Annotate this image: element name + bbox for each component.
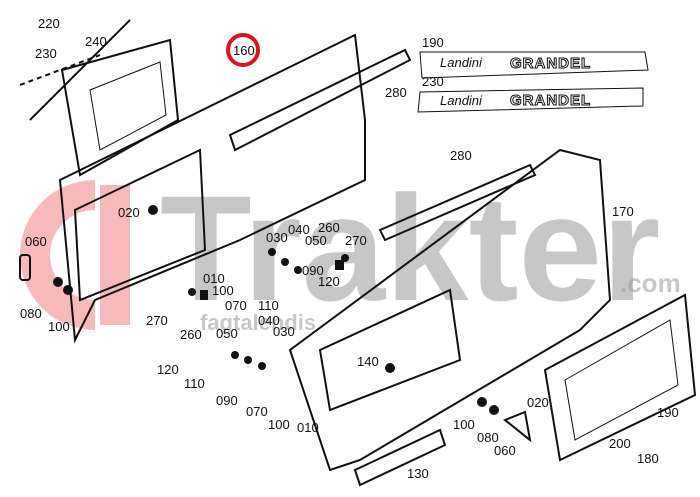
svg-text:Landini: Landini	[440, 93, 483, 108]
svg-text:GRANDEL: GRANDEL	[510, 92, 591, 109]
callout[interactable]: 100	[453, 417, 475, 432]
grille-panel	[543, 293, 697, 462]
callout[interactable]: 020	[527, 395, 549, 410]
callout[interactable]: 240	[85, 34, 107, 49]
callout[interactable]: 260	[318, 220, 340, 235]
callout[interactable]: 200	[609, 436, 631, 451]
watermark-logo	[20, 180, 130, 330]
callout[interactable]: 060	[25, 234, 47, 249]
callout[interactable]: 010	[203, 271, 225, 286]
callout[interactable]: 230	[422, 74, 444, 89]
callout[interactable]: 050	[305, 233, 327, 248]
callout[interactable]: 260	[180, 327, 202, 342]
callout[interactable]: 120	[157, 362, 179, 377]
callout[interactable]: 030	[266, 230, 288, 245]
hardware-parts	[53, 205, 499, 415]
callout[interactable]: 010	[297, 420, 319, 435]
callout[interactable]: 060	[494, 443, 516, 458]
callout[interactable]: 120	[318, 274, 340, 289]
callout[interactable]: 270	[146, 313, 168, 328]
highlight-circle	[226, 33, 260, 67]
callout[interactable]: 100	[268, 417, 290, 432]
callout[interactable]: 090	[302, 263, 324, 278]
handle-060-right-icon	[503, 410, 532, 443]
sticker-190: Landini GRANDEL	[419, 51, 649, 79]
callout[interactable]: 100	[212, 283, 234, 298]
watermark-text: Trakter	[160, 164, 660, 332]
svg-text:Landini: Landini	[440, 55, 483, 70]
svg-text:GRANDEL: GRANDEL	[510, 55, 591, 72]
rear-window-frame	[19, 19, 180, 177]
callout[interactable]: 280	[450, 148, 472, 163]
callout[interactable]: 280	[385, 85, 407, 100]
callout[interactable]: 110	[184, 376, 205, 391]
callout-highlighted[interactable]: 160	[233, 43, 255, 58]
sticker-230: Landini GRANDEL	[417, 87, 644, 113]
callout[interactable]: 270	[345, 233, 367, 248]
door-panel-170	[288, 148, 612, 487]
callout[interactable]: 140	[357, 354, 379, 369]
callout[interactable]: 030	[273, 324, 295, 339]
callout[interactable]: 190	[422, 35, 444, 50]
callout[interactable]: 040	[288, 222, 310, 237]
callout[interactable]: 090	[216, 393, 238, 408]
callout[interactable]: 190	[657, 405, 679, 420]
callout[interactable]: 230	[35, 46, 57, 61]
watermark-suffix: .com	[620, 268, 681, 298]
callout[interactable]: 110	[258, 298, 279, 313]
callout[interactable]: 080	[20, 306, 42, 321]
cab-panel-160	[58, 33, 412, 344]
callout-labels: 220 240 230 160 280 190 230 280 170 020 …	[20, 16, 679, 481]
callout[interactable]: 170	[612, 204, 634, 219]
callout[interactable]: 020	[118, 205, 140, 220]
callout[interactable]: 220	[38, 16, 60, 31]
callout[interactable]: 130	[407, 466, 429, 481]
watermark-subtext: fagtalendis	[200, 310, 316, 335]
callout[interactable]: 040	[258, 313, 280, 328]
callout[interactable]: 100	[48, 319, 70, 334]
callout[interactable]: 180	[637, 451, 659, 466]
handle-060-left-icon	[19, 254, 31, 281]
callout[interactable]: 070	[225, 298, 247, 313]
callout[interactable]: 070	[246, 404, 268, 419]
callout[interactable]: 080	[477, 430, 499, 445]
callout[interactable]: 050	[216, 326, 238, 341]
